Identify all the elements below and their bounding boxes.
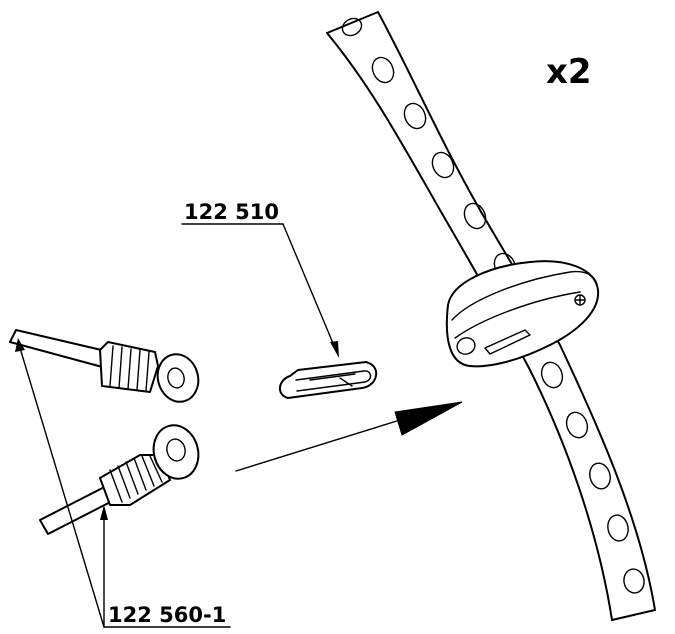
cord-label-leader bbox=[15, 338, 231, 628]
snap-hook bbox=[279, 361, 377, 399]
upper-cord bbox=[9, 329, 200, 403]
perforated-strap bbox=[326, 11, 656, 621]
cord-part-number: 122 560-1 bbox=[108, 603, 226, 627]
strap-holes bbox=[341, 17, 645, 594]
assembly-arrow-icon bbox=[235, 401, 463, 472]
lower-cord bbox=[39, 424, 200, 535]
snap-hook-label-leader bbox=[181, 223, 339, 358]
snap-hook-part-number: 122 510 bbox=[184, 200, 279, 224]
strap-clamp bbox=[445, 260, 600, 368]
quantity-label: x2 bbox=[546, 52, 592, 92]
